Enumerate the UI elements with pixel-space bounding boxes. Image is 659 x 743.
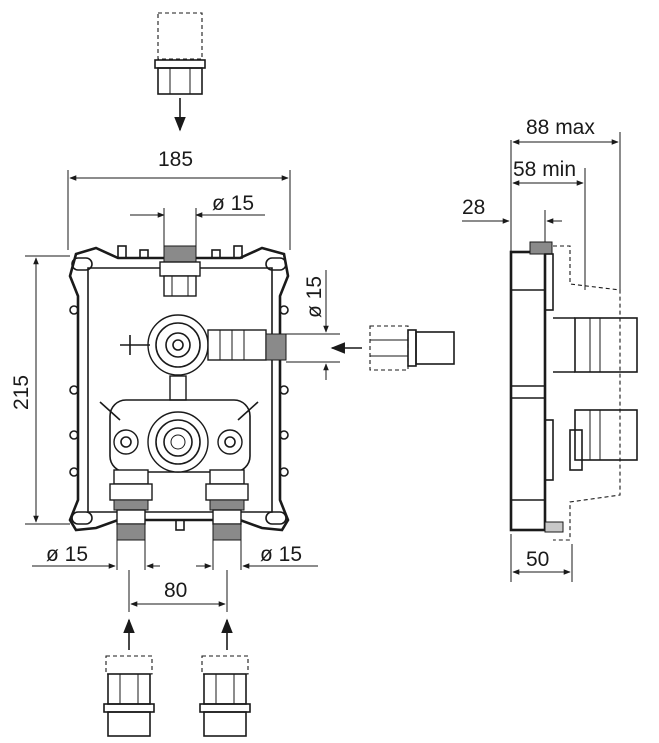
side-body (509, 241, 638, 541)
offset-dimension: 28 (462, 196, 562, 250)
side-view: 88 max 58 min 28 (462, 116, 638, 582)
min-depth-dimension: 58 min (512, 158, 586, 290)
front-view: 185 ø 15 215 (10, 12, 455, 737)
bottom-right-fitting (199, 618, 251, 737)
bottom-right-diameter-label: ø 15 (260, 543, 302, 566)
body-depth-label: 50 (526, 548, 549, 571)
bottom-spacing-label: 80 (164, 579, 187, 602)
height-label: 215 (10, 375, 33, 410)
width-label: 185 (158, 148, 193, 171)
mounting-frame (68, 245, 290, 532)
width-dimension: 185 (67, 148, 291, 250)
top-fitting (154, 12, 206, 132)
bottom-right-inlet (205, 469, 249, 541)
height-dimension: 215 (10, 255, 70, 525)
bottom-left-diameter-label: ø 15 (46, 543, 88, 566)
bottom-dimensions: ø 15 ø 15 80 (32, 540, 318, 612)
side-inlet-diameter-label: ø 15 (303, 276, 326, 318)
side-fitting (330, 325, 455, 371)
max-depth-label: 88 max (526, 116, 595, 139)
body-depth-dimension: 50 (510, 534, 573, 582)
bottom-left-inlet (109, 469, 153, 541)
side-inlet-dimension: ø 15 (286, 270, 340, 380)
min-depth-label: 58 min (513, 158, 576, 181)
bottom-left-fitting (103, 618, 155, 737)
offset-label: 28 (462, 196, 485, 219)
top-inlet-diameter-label: ø 15 (212, 192, 254, 215)
upper-valve (120, 314, 287, 401)
top-outlet (159, 245, 201, 297)
thermostat-body (99, 399, 259, 473)
top-inlet-dimension: ø 15 (130, 192, 265, 250)
max-depth-dimension: 88 max (510, 116, 621, 290)
